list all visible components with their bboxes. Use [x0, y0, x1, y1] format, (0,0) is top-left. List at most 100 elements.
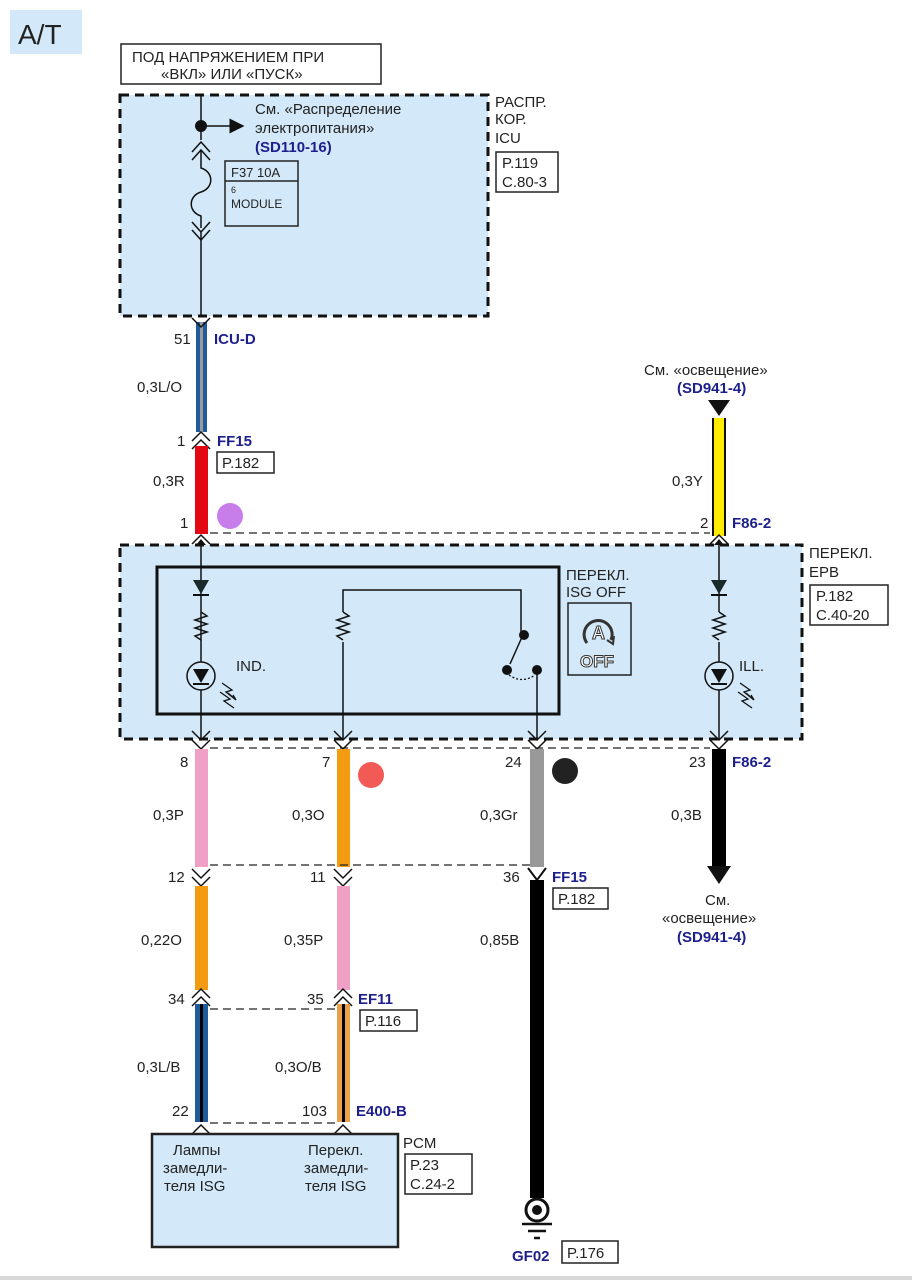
wire-lo[interactable]	[196, 322, 207, 432]
purple-marker-dot	[217, 503, 243, 529]
pcm-left-line1: Лампы	[173, 1142, 220, 1159]
epb-pin-7: 7	[322, 754, 330, 771]
ill-led-icon	[711, 669, 727, 683]
e400b-pin-103: 103	[302, 1103, 327, 1120]
isg-off-text: OFF	[580, 652, 614, 671]
wire-y[interactable]	[714, 418, 724, 536]
lighting-bottom-ref[interactable]: (SD941-4)	[677, 929, 746, 946]
ill-diode-icon	[711, 580, 727, 594]
wire-r[interactable]	[195, 446, 208, 534]
ff15-pin-12: 12	[168, 869, 185, 886]
ff15-top-ref-frame[interactable]	[216, 451, 275, 474]
ground-ref[interactable]: P.176	[567, 1245, 604, 1262]
isg-resistor-icon	[334, 611, 352, 641]
see-power-line2: электропитания»	[255, 120, 374, 137]
power-note-frame	[120, 43, 382, 85]
epb-ref-code[interactable]: C.40-20	[816, 607, 869, 624]
pcm-ref-frame[interactable]	[404, 1153, 473, 1195]
lighting-top-see: См. «освещение»	[644, 362, 768, 379]
ill-resistor-icon	[710, 611, 728, 641]
epb-ref-frame[interactable]	[809, 584, 889, 626]
pin12-connector-icon	[191, 868, 211, 888]
see-power-line1: См. «Распределение	[255, 101, 401, 118]
ff15-bottom-ref-frame[interactable]	[552, 887, 609, 910]
wire-35p-label: 0,35P	[284, 932, 323, 949]
switch-contact-left	[502, 665, 512, 675]
ff15-top-ref[interactable]: P.182	[222, 455, 259, 472]
wire-b-label: 0,3B	[671, 807, 702, 824]
pin11-connector-icon	[333, 868, 353, 888]
fuse-label: F37 10A	[231, 165, 280, 180]
pcm-module: PCM P.23 C.24-2 Лампы замедли- теля ISG …	[150, 1132, 473, 1249]
isg-auto-circle-icon	[582, 619, 614, 644]
ff15-top-name[interactable]: FF15	[217, 433, 252, 450]
ground-terminal-dot	[532, 1205, 542, 1215]
ground-ref-frame[interactable]	[561, 1240, 619, 1264]
power-note-line1: ПОД НАПРЯЖЕНИЕМ ПРИ	[132, 49, 324, 66]
wire-22o-label: 0,22O	[141, 932, 182, 949]
wire-o[interactable]	[337, 749, 350, 867]
icu-d-connector-icon	[191, 317, 211, 329]
wire-35p[interactable]	[337, 886, 350, 990]
pcm-ref-code[interactable]: C.24-2	[410, 1176, 455, 1193]
e400b-pin-22: 22	[172, 1103, 189, 1120]
pcm-ref-page[interactable]: P.23	[410, 1157, 439, 1174]
lighting-top-arrow-icon	[708, 400, 730, 416]
wire-p-label: 0,3P	[153, 807, 184, 824]
wire-b[interactable]	[712, 749, 726, 867]
icu-name-line1: РАСПР.	[495, 94, 547, 111]
ill-exit-icon	[709, 730, 729, 742]
icu-ref-page[interactable]: P.119	[502, 155, 538, 172]
wire-ob-label: 0,3O/B	[275, 1059, 322, 1076]
icu-d-name[interactable]: ICU-D	[214, 331, 256, 348]
wire-85b[interactable]	[530, 880, 544, 1198]
lighting-top-ref[interactable]: (SD941-4)	[677, 380, 746, 397]
pin8-connector-icon	[191, 739, 211, 751]
ind-entry-arrow	[196, 539, 206, 545]
f86-top-name[interactable]: F86-2	[732, 515, 771, 532]
ff15-bottom-name[interactable]: FF15	[552, 869, 587, 886]
icu-junction-box: РАСПР. КОР. ICU P.119 C.80-3 См. «Распре…	[118, 93, 559, 318]
ground-name[interactable]: GF02	[512, 1248, 550, 1265]
pin103-connector-icon	[333, 1123, 353, 1135]
epb-name-line1: ПЕРЕКЛ.	[809, 545, 873, 562]
e400b-name[interactable]: E400-B	[356, 1103, 407, 1120]
see-power-ref[interactable]: (SD110-16)	[255, 139, 332, 156]
power-note: ПОД НАПРЯЖЕНИЕМ ПРИ «ВКЛ» ИЛИ «ПУСК»	[120, 43, 382, 85]
ff15-bottom-ref[interactable]: P.182	[558, 891, 595, 908]
wire-22o[interactable]	[195, 886, 208, 990]
ind-led-icon	[193, 669, 209, 683]
isg-auto-letter: A	[592, 623, 605, 643]
epb-pin-23: 23	[689, 754, 706, 771]
ind-exit-icon	[191, 730, 211, 742]
epb-box-frame	[118, 543, 804, 741]
red-marker-dot	[358, 762, 384, 788]
ind-light-rays-icon	[219, 682, 237, 709]
epb-in-right-connector-icon	[709, 533, 729, 545]
ill-label: ILL.	[739, 658, 764, 675]
wire-p[interactable]	[195, 749, 208, 867]
pcm-right-line1: Перекл.	[308, 1142, 363, 1159]
ill-entry-arrow	[714, 539, 724, 545]
isg-switch-frame	[155, 565, 561, 716]
ef11-ref-frame[interactable]	[359, 1009, 418, 1032]
icu-name-line3: ICU	[495, 130, 521, 147]
wire-gr[interactable]	[530, 749, 544, 867]
icu-ref-code[interactable]: C.80-3	[502, 174, 547, 191]
epb-ref-page[interactable]: P.182	[816, 588, 853, 605]
pcm-left-line3: теля ISG	[164, 1178, 225, 1195]
isg-off-button-frame[interactable]	[567, 602, 632, 676]
pcm-frame	[150, 1132, 400, 1249]
pin23-connector-icon	[709, 739, 729, 751]
ef11-ref[interactable]: P.116	[365, 1013, 401, 1030]
wire-85b-label: 0,85B	[480, 932, 519, 949]
f86-bottom-name[interactable]: F86-2	[732, 754, 771, 771]
isg-off-button[interactable]: A OFF	[567, 602, 632, 676]
fuse-module: MODULE	[231, 197, 282, 211]
ind-resistor-icon	[192, 611, 210, 641]
variant-label: A/T	[18, 19, 62, 50]
fuse-pin: 6	[231, 185, 236, 195]
icu-ref-frame[interactable]	[495, 151, 559, 193]
ef11-name[interactable]: EF11	[358, 991, 393, 1008]
